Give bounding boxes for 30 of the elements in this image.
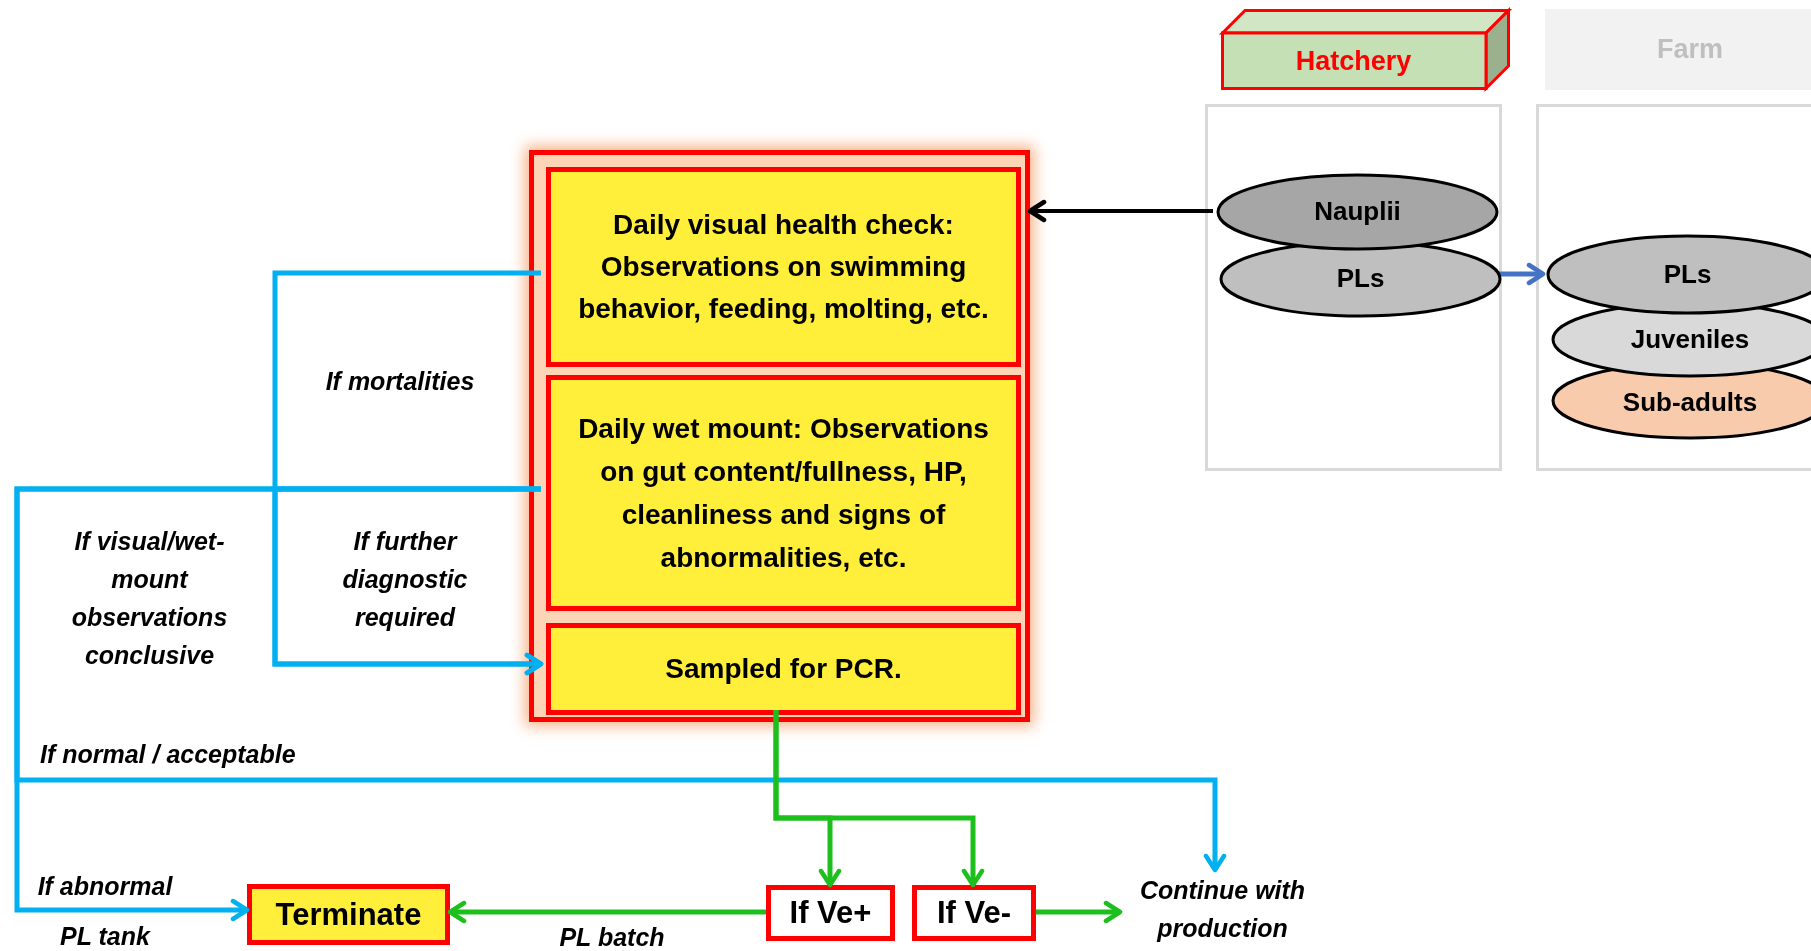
edge-label: If further diagnostic required: [341, 526, 469, 633]
process-box: [546, 623, 1021, 715]
box-text: If Ve+: [789, 895, 872, 931]
box-text: Daily visual health check: Observations on swimming behavior, feeding, molting, etc.: [577, 208, 990, 326]
process-box: [546, 167, 1021, 367]
stage-label: PLs: [1663, 258, 1712, 291]
stage-label: PLs: [1336, 263, 1385, 295]
header-label: Hatchery: [1295, 45, 1412, 78]
stage-panel: [1536, 104, 1811, 471]
terminal-box: [247, 884, 450, 945]
box-text: If Ve-: [936, 895, 1012, 931]
edge-label: If abnormal PL tank: [36, 871, 174, 951]
edge-label: If mortalities: [324, 366, 476, 397]
outcome-text: Continue with production: [1138, 875, 1307, 944]
decision-box: [766, 885, 895, 941]
connector-arrow: [1036, 900, 1123, 924]
decision-box: [912, 885, 1036, 941]
outer-frame: [529, 150, 1030, 722]
stage-label: Juveniles: [1630, 323, 1750, 356]
stage-label: Nauplii: [1314, 196, 1401, 228]
condition-note: If visual/wet-mount observations conclusive: [70, 526, 229, 671]
edge-label: PL batch: [558, 922, 666, 951]
stage-panel: [1205, 104, 1502, 471]
process-box: [546, 375, 1021, 611]
box-text: Daily wet mount: Observations on gut content/fullness, HP, cleanliness and signs of abnormalities, etc.: [577, 412, 990, 575]
edge-label: If normal / acceptable: [40, 739, 297, 770]
box-text: Sampled for PCR.: [665, 652, 902, 686]
box-text: Terminate: [275, 896, 422, 933]
stage-label: Sub-adults: [1622, 386, 1758, 419]
connector-arrow: [14, 486, 1227, 873]
